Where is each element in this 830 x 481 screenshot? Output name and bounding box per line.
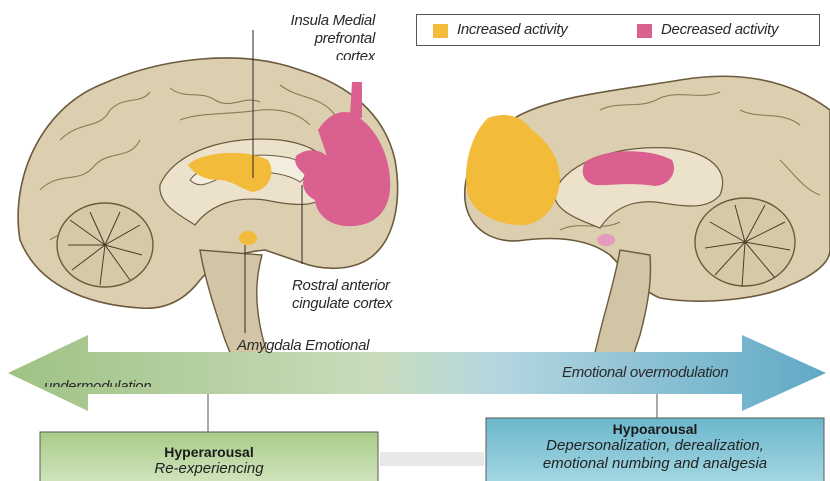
insula-mpfc-label: Insula Medial prefrontal cortex [245,12,375,60]
hypoarousal-box: Hypoarousal Depersonalization, derealiza… [486,421,824,473]
racc-label: Rostral anterior cingulate cortex [292,277,392,313]
right-brainstem [592,250,651,365]
racc-line1: Rostral anterior [292,277,392,295]
racc-line2: cingulate cortex [292,295,392,313]
right-brain [465,76,830,365]
decreased-swatch [637,24,652,38]
hypoarousal-line1: Depersonalization, derealization, [486,437,824,455]
insula-mpfc-line1: Insula Medial [245,12,375,30]
legend-increased-label: Increased activity [457,21,567,38]
hyperarousal-line1: Re-experiencing [40,460,378,477]
arrow-left-text: undermodulation [44,378,151,387]
right-amygdala-region [597,234,615,246]
legend-decreased-label: Decreased activity [661,21,778,38]
hyperarousal-box: Hyperarousal Re-experiencing [40,444,378,477]
left-brain [18,30,397,365]
amygdala-label: Amygdala Emotional [237,337,369,355]
arrow-right-text: Emotional overmodulation [562,364,728,382]
hyperarousal-title: Hyperarousal [40,444,378,460]
right-acc-region [583,151,674,186]
hypoarousal-title: Hypoarousal [486,421,824,437]
left-amygdala-region [239,231,257,245]
hypoarousal-line2: emotional numbing and analgesia [486,455,824,473]
insula-mpfc-line2: prefrontal [245,30,375,48]
legend: Increased activity Decreased activity [416,14,820,46]
increased-swatch [433,24,448,38]
insula-mpfc-line3: cortex [245,48,375,60]
